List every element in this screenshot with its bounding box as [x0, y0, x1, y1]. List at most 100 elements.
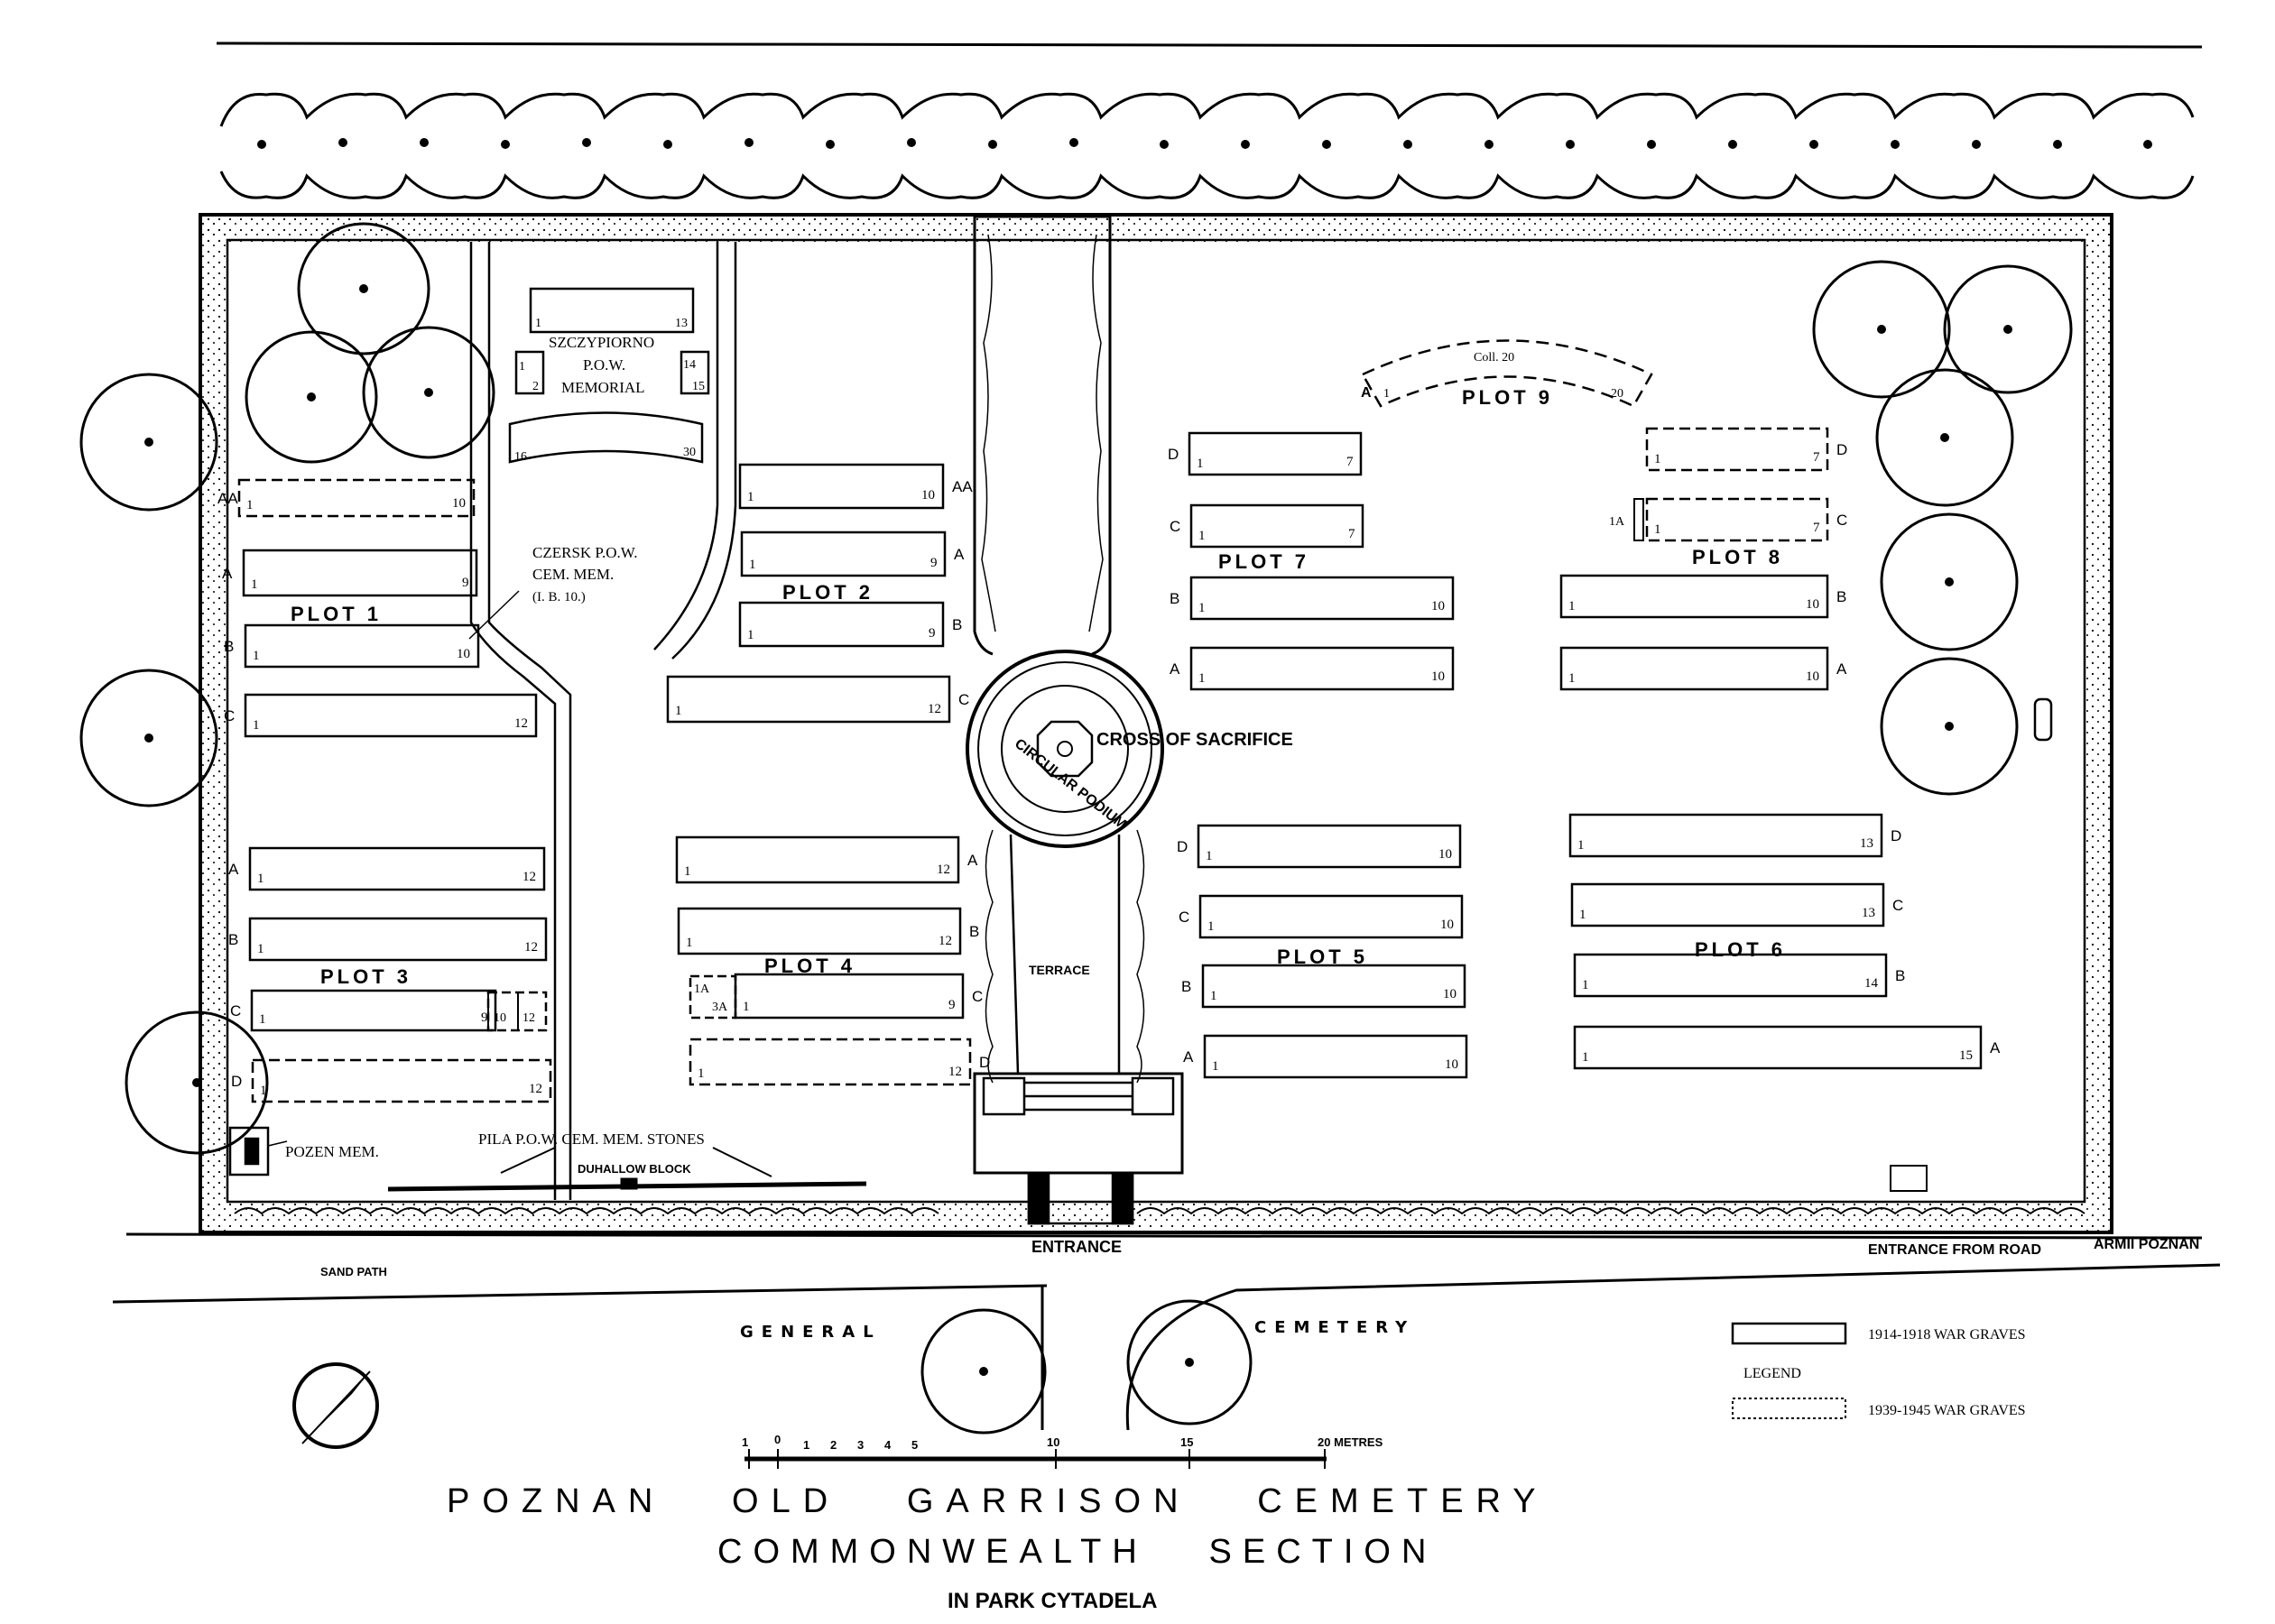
row-first: 1	[251, 577, 258, 592]
entrance-label: ENTRANCE	[1031, 1238, 1122, 1256]
row-letter: A	[967, 852, 978, 869]
grave-row-p7C	[1189, 503, 1364, 549]
row-last: 9	[929, 626, 936, 641]
cemetery-label: CEMETERY	[1254, 1318, 1415, 1337]
grave-row-p1AA	[237, 478, 476, 518]
pila-stones	[387, 1147, 867, 1192]
boundary-wall	[199, 213, 2113, 1234]
row-last: 7	[1346, 455, 1354, 469]
row-last: 7	[1813, 521, 1820, 535]
pozen-memorial	[228, 1126, 288, 1176]
trees	[79, 222, 2073, 1435]
pozen-label: POZEN MEM.	[285, 1143, 379, 1160]
row-letter: A	[1836, 660, 1847, 678]
row-letter: B	[952, 616, 962, 633]
row-first: 1	[698, 1066, 705, 1081]
grave-row-prefix	[689, 974, 737, 1020]
scale-tick: 10	[1047, 1435, 1059, 1449]
scale-bar	[744, 1449, 1327, 1469]
grave-row-p6D	[1568, 813, 1883, 858]
grave-row-p6C	[1570, 882, 1885, 927]
row-first: 1	[1654, 452, 1661, 466]
row-letter: B	[1836, 588, 1846, 605]
plot-label: PLOT 9	[1462, 386, 1553, 409]
row-last: 15	[1959, 1048, 1973, 1063]
row-last: 12	[524, 940, 538, 955]
scale-tick: 1	[803, 1438, 809, 1452]
row-first: 1	[259, 1012, 266, 1027]
row-letter: A	[954, 546, 965, 563]
grave-row-p5C	[1198, 894, 1464, 939]
row-last: 15	[692, 380, 705, 393]
bottom-hedge	[234, 1207, 2085, 1215]
grave-row-p3B	[248, 917, 548, 962]
grave-row-p7A	[1189, 646, 1455, 691]
scale-tick: 4	[884, 1438, 892, 1452]
row-letter: C	[958, 691, 969, 708]
szczypiorno-label-1: SZCZYPIORNO	[549, 334, 654, 351]
row-letter: B	[228, 931, 238, 948]
czersk-label-3: (I. B. 10.)	[532, 590, 586, 604]
terrace-label: TERRACE	[1029, 963, 1090, 977]
coll-label: Coll. 20	[1474, 351, 1514, 364]
grave-row-p2B	[738, 601, 945, 648]
row-first: 16	[514, 450, 527, 464]
plot-label: PLOT 5	[1277, 946, 1368, 968]
row-last: 20	[1611, 387, 1623, 401]
szczypiorno-label-3: MEMORIAL	[561, 379, 645, 396]
grave-row-p7D	[1188, 431, 1363, 476]
row-letter: D	[1836, 441, 1847, 458]
pila-label: PILA P.O.W. CEM. MEM. STONES	[478, 1130, 705, 1148]
row-last: 7	[1348, 527, 1355, 541]
row-extra: 12	[523, 1011, 535, 1025]
row-first: 14	[683, 358, 696, 372]
grave-row-p2A	[740, 531, 947, 577]
row-letter: D	[979, 1054, 990, 1071]
grave-row-p3D	[251, 1058, 552, 1103]
scale-tick: 3	[857, 1438, 864, 1452]
grave-row-p4A	[675, 835, 960, 884]
row-first: 1	[1207, 919, 1215, 934]
grave-row-p2C	[666, 675, 951, 724]
row-letter: C	[224, 707, 235, 724]
row-first: 1	[1654, 522, 1661, 537]
row-letter: B	[224, 638, 234, 655]
grave-row-p6B	[1573, 953, 1888, 998]
scale-tick: 15	[1180, 1435, 1193, 1449]
row-first: 1	[1212, 1059, 1219, 1074]
sand-path-label: SAND PATH	[320, 1265, 387, 1278]
czersk-label-1: CZERSK P.O.W.	[532, 544, 638, 561]
tree-centres	[144, 284, 2012, 1376]
row-first: 1	[257, 872, 264, 886]
row-letter: D	[231, 1073, 242, 1090]
row-last: 12	[523, 870, 536, 884]
row-first: 1	[686, 936, 693, 950]
row-last: 10	[1806, 669, 1819, 684]
plot-label: PLOT 4	[764, 955, 855, 977]
row-last: 13	[675, 317, 688, 330]
grave-row-p8A	[1559, 646, 1829, 691]
row-letter: C	[230, 1002, 241, 1020]
plot-label: PLOT 6	[1695, 938, 1786, 961]
row-last: 12	[529, 1082, 542, 1096]
top-boundary-line	[216, 42, 2203, 49]
szczypiorno-label-2: P.O.W.	[583, 356, 625, 374]
row-last: 9	[462, 576, 469, 590]
row-first: 1	[749, 558, 756, 572]
row-last: 12	[939, 934, 952, 948]
scale-labels: 1 0 1 2 3 4 5 10 15 20 METRES	[742, 1433, 1383, 1452]
grave-row-p8D	[1645, 427, 1829, 472]
plot-label: PLOT 8	[1692, 546, 1783, 568]
row-first: 1	[260, 1084, 267, 1098]
czersk-label-2: CEM. MEM.	[532, 566, 614, 583]
row-first: 1	[1582, 978, 1589, 992]
row-first: 1	[1568, 599, 1576, 614]
row-letter: C	[1170, 518, 1180, 535]
row-first: 1	[743, 1000, 750, 1014]
czersk-leader	[468, 590, 520, 640]
grave-row-p5A	[1203, 1034, 1468, 1079]
row-letter: D	[1891, 827, 1901, 844]
row-letter: B	[969, 923, 979, 940]
plot-label: PLOT 1	[291, 603, 382, 625]
row-letter: AA	[217, 490, 238, 507]
